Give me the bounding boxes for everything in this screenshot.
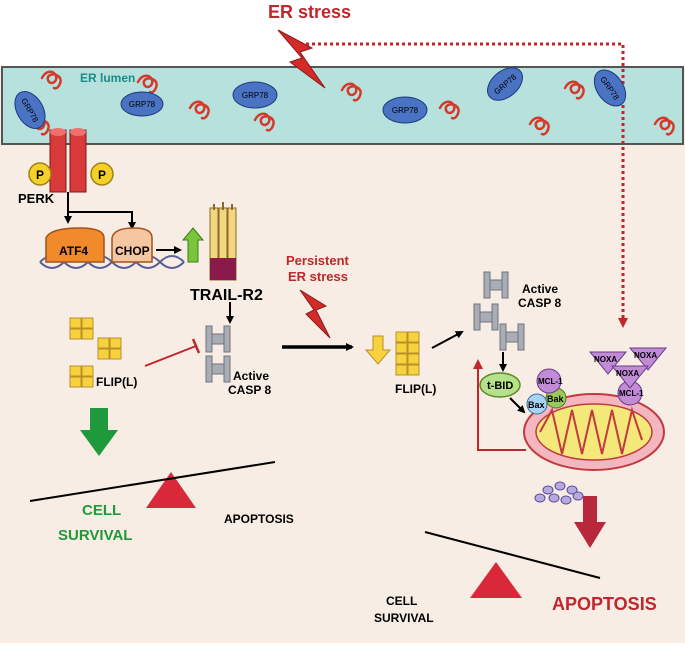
mitochondrion <box>523 393 665 471</box>
chop-label: CHOP <box>115 244 150 258</box>
perk-receptor: P P <box>28 128 114 193</box>
flip-to-casp8-arrow <box>431 331 464 349</box>
flip-right-icon <box>395 353 420 376</box>
phospho-right-icon <box>90 162 114 186</box>
trail-r2-receptor <box>209 202 237 281</box>
flip-right-icon <box>395 331 420 354</box>
cell-label-right: CELL <box>386 594 417 608</box>
grp78-chaperone <box>382 96 428 124</box>
tbid-to-baxbak-arrow <box>509 397 526 414</box>
grp78-chaperone <box>593 69 627 107</box>
persistent-label-line2: ER stress <box>288 269 348 284</box>
bak-label: Bak <box>547 394 565 404</box>
lightning-bolt-small-icon <box>299 289 331 339</box>
down-arrow-yellow-icon <box>364 335 392 365</box>
grp78-chaperone <box>232 81 278 109</box>
down-arrow-green-icon <box>80 408 118 456</box>
grp78-group: GRP78 GRP78 GRP78 GRP78 GRP78 GRP78 <box>14 67 627 129</box>
er-lumen-label: ER lumen <box>80 71 135 85</box>
mito-feedback-arrow <box>473 359 526 451</box>
mcl1-left-protein <box>536 368 562 394</box>
svg-text:P: P <box>98 168 106 182</box>
left-balance-beam <box>29 461 276 502</box>
svg-text:P: P <box>36 168 44 182</box>
active-casp8-left-label: Active <box>233 369 269 383</box>
bax-protein <box>526 393 548 415</box>
grp78-chaperone <box>14 91 46 129</box>
grp78-chaperone <box>120 91 164 117</box>
phospho-left-icon <box>28 162 52 186</box>
perk-label: PERK <box>18 191 55 206</box>
grp78-label: GRP78 <box>392 106 419 115</box>
atf4-to-chop-arrow <box>68 211 136 230</box>
casp8-left-sublabel: CASP 8 <box>228 383 271 397</box>
tbid-label: t-BID <box>487 380 513 392</box>
svg-text:NOXA: NOXA <box>634 351 657 360</box>
survival-label-right: SURVIVAL <box>374 611 434 625</box>
active-casp8-right-label: Active <box>522 282 558 296</box>
apoptosis-label-right: APOPTOSIS <box>552 594 657 614</box>
er-stress-dotted-arrow <box>306 42 628 328</box>
released-cytochrome-c <box>534 481 584 505</box>
flip-inhibits-casp8 <box>144 345 197 367</box>
top-white-area <box>0 0 685 68</box>
inhibition-bar <box>191 338 201 354</box>
cell-label-left: CELL <box>82 502 121 519</box>
atf4-label: ATF4 <box>59 244 88 258</box>
svg-text:NOXA: NOXA <box>616 369 639 378</box>
mcl1-right-label: MCL-1 <box>619 389 644 398</box>
apoptosis-label-left: APOPTOSIS <box>224 512 294 526</box>
mcl1-left-label: MCL-1 <box>538 377 563 386</box>
grp78-label: GRP78 <box>129 100 156 109</box>
right-balance-beam <box>424 531 601 579</box>
tbid-protein <box>479 372 521 398</box>
left-fulcrum <box>146 472 196 508</box>
trail-r2-label: TRAIL-R2 <box>190 287 263 304</box>
casp8-right-sublabel: CASP 8 <box>518 296 561 310</box>
svg-text:NOXA: NOXA <box>594 355 617 364</box>
grp78-label: GRP78 <box>242 91 269 100</box>
chop-factor <box>111 227 153 263</box>
lightning-bolt-icon <box>277 29 326 89</box>
flip-right-label: FLIP(L) <box>395 382 436 396</box>
er-stress-title: ER stress <box>268 2 351 22</box>
atf4-factor <box>45 227 105 263</box>
grp78-chaperone <box>487 67 523 101</box>
survival-label-left: SURVIVAL <box>58 527 132 544</box>
up-arrow-green-icon <box>181 227 205 263</box>
er-lumen-band <box>1 66 684 145</box>
flip-left-label: FLIP(L) <box>96 375 137 389</box>
down-arrow-red-icon <box>574 496 606 548</box>
persistent-label-line1: Persistent <box>286 253 350 268</box>
noxa-group: NOXA NOXA NOXA <box>588 347 668 389</box>
bax-label: Bax <box>528 400 545 410</box>
right-fulcrum <box>470 562 522 598</box>
